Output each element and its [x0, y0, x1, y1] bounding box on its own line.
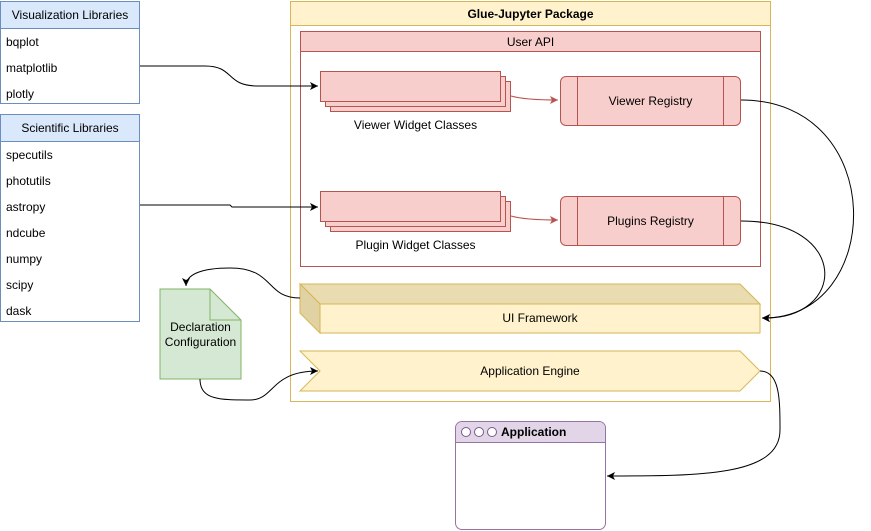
plugin-widget-card-front: [320, 191, 501, 222]
engine-to-application-connector: [606, 370, 781, 480]
matplotlib-connector: [140, 65, 318, 90]
scientific-libraries-panel: Scientific Libraries specutils photutils…: [0, 114, 140, 322]
scientific-libraries-title: Scientific Libraries: [1, 115, 139, 142]
application-title-bar: Application: [456, 422, 605, 443]
application-engine-label: Application Engine: [480, 364, 580, 378]
plugin-classes-to-registry-arrow: [510, 215, 559, 224]
window-dot-icon: [474, 427, 484, 437]
application-window: Application: [455, 421, 606, 530]
viewer-registry: Viewer Registry: [560, 76, 741, 126]
declaration-line-1: Declaration: [170, 320, 231, 334]
visualization-libraries-panel: Visualization Libraries bqplot matplotli…: [0, 1, 140, 104]
plugins-registry-connector: [740, 220, 826, 323]
registry-bar-right: [723, 77, 724, 125]
declaration-label: Declaration Configuration: [160, 320, 241, 350]
list-item-bqplot: bqplot: [6, 35, 39, 49]
user-api-title: User API: [301, 32, 760, 52]
window-dot-icon: [461, 427, 471, 437]
ui-framework-shape: [298, 282, 762, 335]
list-item-scipy: scipy: [6, 278, 34, 292]
registry-bar-left: [577, 197, 578, 245]
viewer-registry-connector: [740, 99, 855, 323]
package-title: Glue-Jupyter Package: [291, 2, 770, 26]
astropy-connector: [140, 203, 318, 211]
viewer-widget-card-front: [320, 71, 501, 102]
list-item-astropy: astropy: [6, 200, 46, 214]
list-item-matplotlib: matplotlib: [6, 61, 58, 75]
window-dot-icon: [487, 427, 497, 437]
registry-bar-left: [577, 77, 578, 125]
plugin-widget-classes-label: Plugin Widget Classes: [355, 238, 476, 252]
viewer-classes-to-registry-arrow: [510, 95, 559, 104]
declaration-line-2: Configuration: [164, 335, 237, 349]
list-item-ndcube: ndcube: [6, 226, 46, 240]
viewer-registry-label: Viewer Registry: [608, 94, 693, 108]
plugins-registry-label: Plugins Registry: [607, 214, 694, 228]
list-item-specutils: specutils: [6, 148, 53, 162]
ui-framework-to-declaration-connector: [182, 267, 301, 299]
declaration-to-engine-connector: [199, 367, 319, 401]
ui-framework-label: UI Framework: [502, 311, 578, 325]
plugins-registry: Plugins Registry: [560, 196, 741, 246]
list-item-dask: dask: [6, 304, 32, 318]
viewer-widget-classes-label: Viewer Widget Classes: [353, 118, 478, 132]
visualization-libraries-title: Visualization Libraries: [1, 2, 139, 29]
list-item-photutils: photutils: [6, 174, 51, 188]
application-title: Application: [501, 425, 567, 439]
registry-bar-right: [723, 197, 724, 245]
list-item-plotly: plotly: [6, 87, 35, 101]
declaration-document-shape: [159, 288, 242, 380]
application-engine-shape: [298, 350, 761, 392]
list-item-numpy: numpy: [6, 252, 43, 266]
